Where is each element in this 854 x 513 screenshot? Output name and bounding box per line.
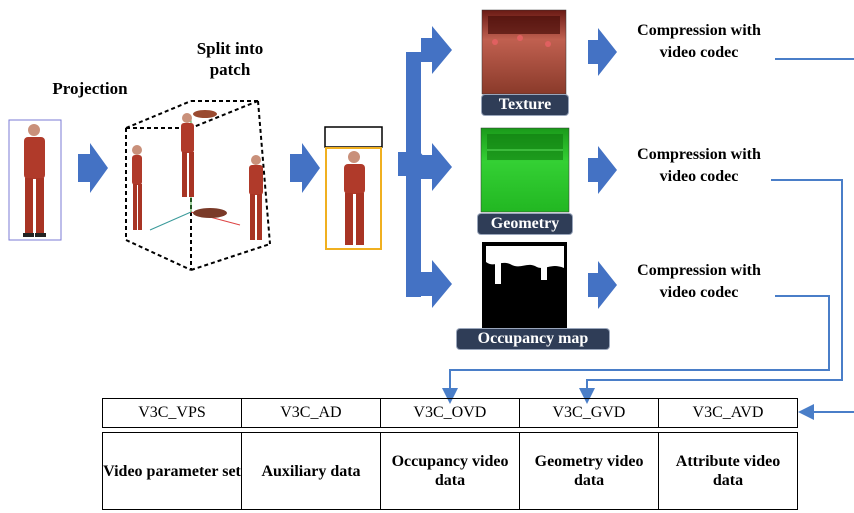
v3c-unit-table: V3C_VPS V3C_AD V3C_OVD V3C_GVD V3C_AVD bbox=[102, 398, 799, 428]
v3c-avd-cell: V3C_AVD bbox=[657, 398, 799, 428]
v3c-ovd-cell: V3C_OVD bbox=[379, 398, 520, 428]
occupancy-map-tag: Occupancy map bbox=[457, 329, 609, 349]
arrow-geometry-to-compression bbox=[588, 146, 617, 194]
v3c-vps-cell: V3C_VPS bbox=[102, 398, 242, 428]
texture-tag: Texture bbox=[482, 95, 568, 115]
compression-texture-label: Compression with video codec bbox=[637, 22, 761, 61]
arrow-occupancy-to-compression bbox=[588, 261, 617, 309]
desc-occupancy-video-data: Occupancy video data bbox=[379, 432, 521, 510]
desc-auxiliary-data: Auxiliary data bbox=[241, 432, 381, 510]
patch-cube bbox=[125, 100, 271, 271]
occupancy-to-ovd-line bbox=[442, 295, 830, 404]
compression-geometry-label: Compression with video codec bbox=[637, 146, 761, 185]
desc-attribute-video-data: Attribute video data bbox=[658, 432, 798, 510]
arrow-projection-to-patch bbox=[78, 143, 108, 193]
packed-patch bbox=[324, 126, 383, 250]
geometry-tag: Geometry bbox=[478, 214, 572, 234]
split-into-patch-label: Split into patch bbox=[196, 39, 264, 79]
projection-label: Projection bbox=[52, 79, 128, 98]
v3c-ad-cell: V3C_AD bbox=[240, 398, 381, 428]
flow-connectors bbox=[442, 58, 854, 420]
occupancy-map-image bbox=[482, 242, 567, 328]
v3c-gvd-cell: V3C_GVD bbox=[518, 398, 659, 428]
geometry-to-gvd-line bbox=[579, 179, 843, 404]
arrow-patch-to-packing bbox=[290, 143, 320, 193]
desc-video-parameter-set: Video parameter set bbox=[101, 432, 243, 510]
split-arrow bbox=[398, 26, 452, 308]
v3c-description-table: Video parameter set Auxiliary data Occup… bbox=[101, 432, 798, 510]
input-point-cloud bbox=[8, 119, 62, 241]
texture-map-image bbox=[481, 9, 567, 95]
arrow-texture-to-compression bbox=[588, 28, 617, 76]
desc-geometry-video-data: Geometry video data bbox=[519, 432, 660, 510]
compression-occupancy-label: Compression with video codec bbox=[637, 262, 761, 301]
geometry-map-image bbox=[480, 127, 570, 213]
